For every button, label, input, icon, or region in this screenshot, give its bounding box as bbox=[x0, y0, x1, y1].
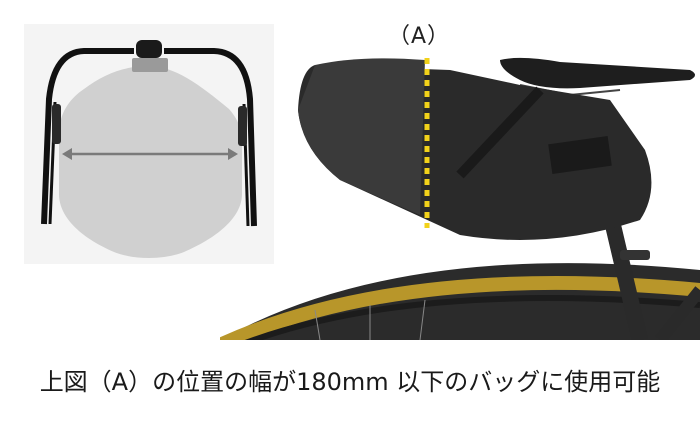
saddlebag-illustration bbox=[220, 57, 700, 340]
width-arrow-icon bbox=[62, 148, 238, 160]
saddlebag-side-view-panel bbox=[220, 0, 700, 340]
bag-silhouette bbox=[59, 66, 242, 258]
marker-label-a: （A） bbox=[388, 24, 451, 49]
handlebar-top-view-panel bbox=[24, 24, 274, 264]
caption-text: 上図（A）の位置の幅が180mm 以下のバッグに使用可能 bbox=[39, 368, 661, 396]
handlebar-illustration bbox=[41, 40, 257, 258]
